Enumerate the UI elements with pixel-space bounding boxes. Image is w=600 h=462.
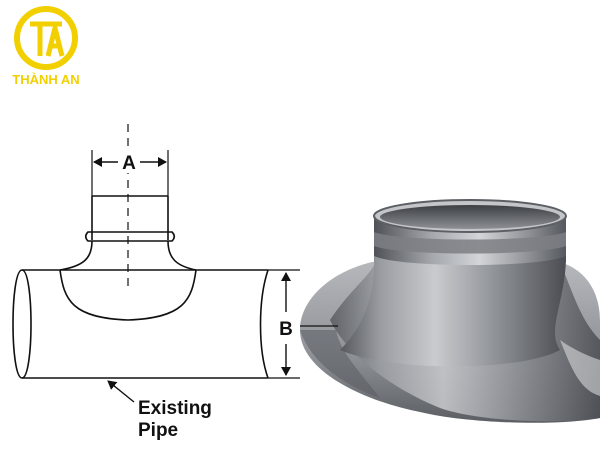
callout-label-line1: Existing	[138, 398, 212, 419]
callout-label-line2: Pipe	[138, 420, 178, 441]
collar-base	[59, 240, 197, 271]
saddle-fold-right	[560, 340, 600, 396]
logo-ring-icon	[14, 6, 78, 70]
dimension-a-label-bg	[119, 151, 139, 173]
pipe-end-left	[21, 269, 32, 379]
collar-bead	[84, 231, 176, 242]
collar-opening	[380, 205, 560, 229]
brand-logo: THÀNH AN	[12, 6, 80, 87]
callout-arrow	[107, 380, 135, 403]
existing-pipe-outline	[12, 269, 269, 379]
dimension-a-label: A	[122, 153, 136, 174]
saddle-tee-photo	[300, 199, 600, 423]
saddle-outline	[59, 269, 197, 321]
brand-name: THÀNH AN	[12, 72, 79, 87]
dimension-b-label: B	[279, 319, 293, 340]
collar-neck-outline	[91, 196, 169, 240]
saddle-fold-left	[300, 330, 380, 398]
collar-band	[374, 232, 566, 254]
neck-transition	[340, 256, 566, 367]
technical-drawing	[12, 124, 300, 403]
logo-monogram-icon	[30, 21, 65, 57]
dimension-b-label-bg	[276, 316, 296, 340]
